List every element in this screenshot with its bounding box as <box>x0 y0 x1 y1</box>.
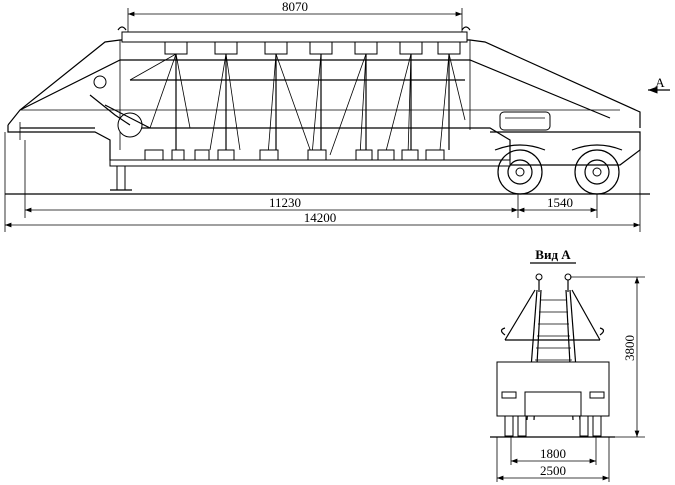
canopy-outline <box>7 26 641 150</box>
dim-height: 3800 <box>570 276 645 438</box>
truss-structure <box>129 53 466 156</box>
side-view: 8070 <box>4 0 670 232</box>
front-gooseneck <box>7 75 151 191</box>
dim-wheelbase-label: 11230 <box>269 195 301 210</box>
dim-height-label: 3800 <box>622 335 637 361</box>
dim-track: 1800 <box>510 437 597 465</box>
rear-axle-wheels <box>494 144 623 195</box>
bottom-clamps <box>144 149 445 161</box>
rear-view: Вид А <box>490 247 645 482</box>
view-marker: A <box>648 75 670 94</box>
rear-view-title: Вид А <box>535 247 571 262</box>
dim-axle-spacing-label: 1540 <box>547 195 573 210</box>
dim-width-label: 2500 <box>540 463 566 478</box>
dim-track-label: 1800 <box>540 446 566 461</box>
chassis-frame <box>109 111 641 167</box>
dim-width: 2500 <box>496 437 610 482</box>
dim-overall-length: 14200 <box>4 132 641 232</box>
side-bracing <box>500 289 605 341</box>
view-marker-label: A <box>655 75 665 90</box>
dim-overall-length-label: 14200 <box>304 210 337 225</box>
rear-body <box>496 361 610 437</box>
dim-roof-length-label: 8070 <box>282 0 308 14</box>
roof-hangers <box>164 41 461 55</box>
dim-wheelbase: 11230 1540 <box>24 140 598 218</box>
dim-roof-length: 8070 <box>127 0 463 40</box>
